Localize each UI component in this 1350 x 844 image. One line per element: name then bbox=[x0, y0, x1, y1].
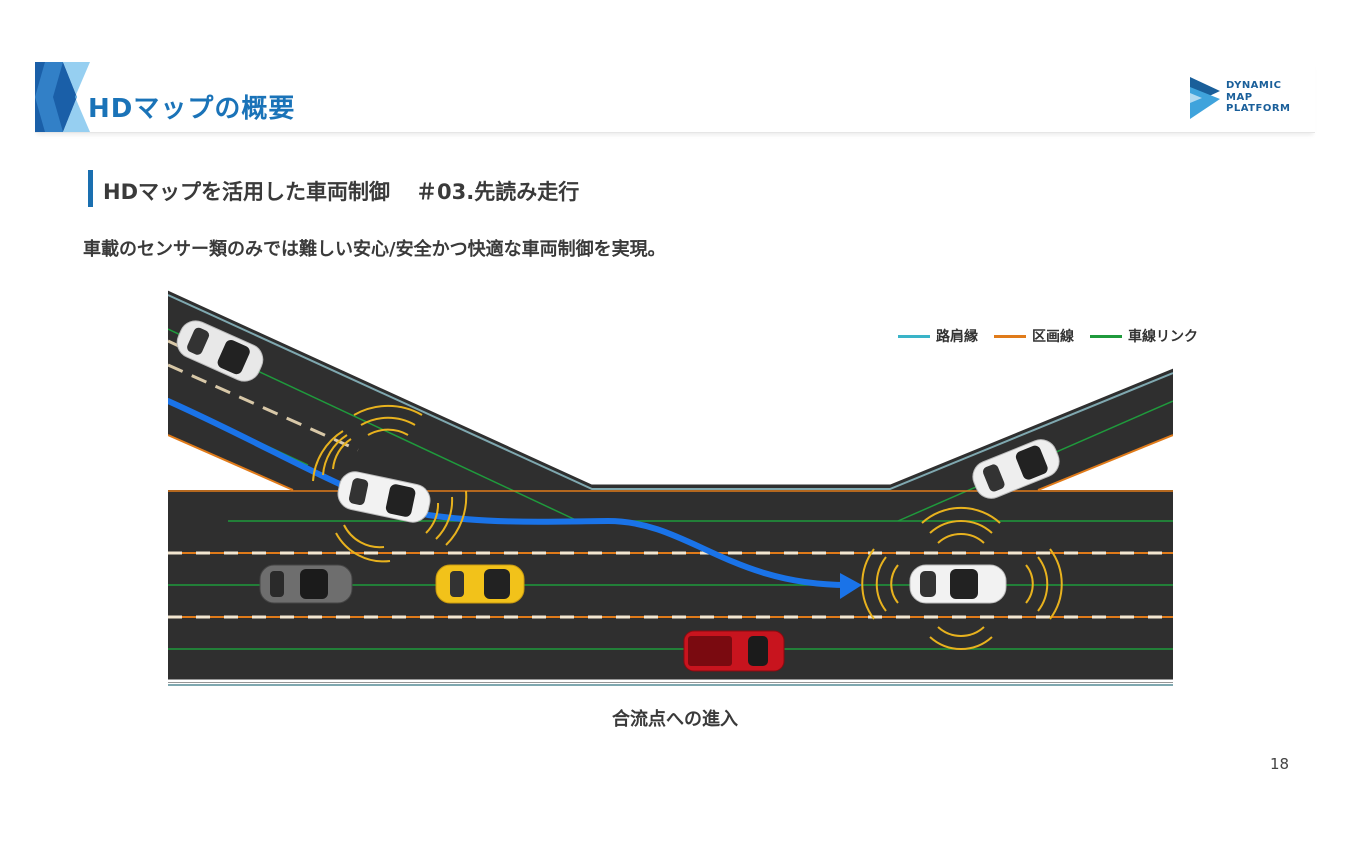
road-merge-diagram bbox=[168, 287, 1173, 686]
diagram-legend: 路肩縁 区画線 車線リンク bbox=[898, 326, 1198, 346]
vehicle-car bbox=[176, 320, 264, 382]
header-bar: HDマップの概要 bbox=[35, 62, 1315, 133]
vehicle-car bbox=[972, 439, 1060, 499]
page-number: 18 bbox=[1270, 755, 1290, 773]
logo-mark-icon bbox=[1190, 77, 1220, 119]
diagram-caption: 合流点への進入 bbox=[612, 709, 738, 730]
logo-line: PLATFORM bbox=[1226, 103, 1291, 114]
vehicle-car bbox=[259, 564, 353, 604]
legend-item-shoulder-edge: 路肩縁 bbox=[898, 326, 978, 346]
legend-swatch bbox=[1090, 334, 1122, 338]
vehicle-car-ego bbox=[337, 471, 431, 523]
legend-label: 路肩縁 bbox=[936, 329, 978, 345]
logo-line: MAP bbox=[1226, 91, 1253, 103]
legend-item-lane-line: 区画線 bbox=[994, 326, 1074, 346]
section-title: HDマップを活用した車両制御 ＃03.先読み走行 bbox=[103, 176, 579, 206]
logo-line: DYNAMIC bbox=[1226, 80, 1282, 91]
sensor-waves-icon bbox=[312, 404, 468, 563]
section-accent-bar bbox=[88, 170, 93, 207]
company-logo: DYNAMIC MAP PLATFORM bbox=[1190, 77, 1300, 119]
path-arrow-icon bbox=[840, 573, 862, 599]
legend-swatch bbox=[994, 334, 1026, 338]
section-title-sub: ＃03.先読み走行 bbox=[416, 180, 580, 204]
road-shoulder-edge bbox=[168, 287, 1173, 485]
legend-swatch bbox=[898, 334, 930, 338]
vehicle-car-ego bbox=[909, 564, 1007, 604]
corner-accent-icon bbox=[35, 62, 90, 132]
logo-wordmark: DYNAMIC MAP PLATFORM bbox=[1226, 80, 1290, 115]
legend-label: 車線リンク bbox=[1128, 329, 1198, 345]
section-title-main: HDマップを活用した車両制御 bbox=[103, 180, 391, 204]
sensor-waves-icon bbox=[861, 506, 1063, 650]
vehicle-car bbox=[435, 564, 525, 604]
page-title: HDマップの概要 bbox=[88, 94, 296, 124]
planned-path-line bbox=[168, 398, 851, 588]
vehicle-pickup bbox=[683, 630, 785, 672]
lead-text: 車載のセンサー類のみでは難しい安心/安全かつ快適な車両制御を実現。 bbox=[83, 239, 666, 260]
legend-item-lane-link: 車線リンク bbox=[1090, 326, 1198, 346]
legend-label: 区画線 bbox=[1032, 329, 1074, 345]
